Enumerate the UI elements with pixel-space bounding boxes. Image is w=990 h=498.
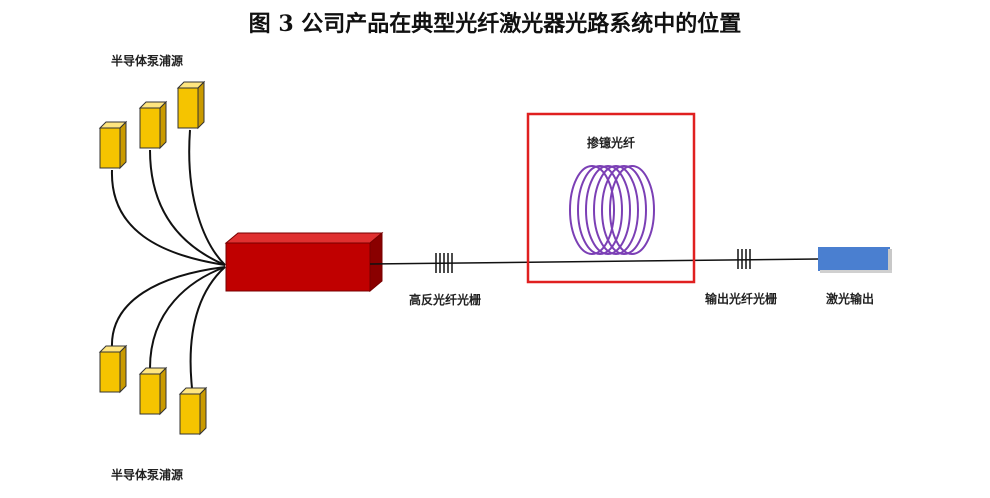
pump-source-label-bottom: 半导体泵浦源 bbox=[111, 468, 184, 482]
pump-combiner-block bbox=[224, 231, 384, 293]
pump-source-box bbox=[177, 81, 205, 129]
laser-output-label: 激光输出 bbox=[826, 292, 875, 306]
figure-title: 图 3 公司产品在典型光纤激光器光路系统中的位置 bbox=[248, 11, 742, 37]
doped-fiber-highlight-box bbox=[526, 112, 696, 284]
pump-source-box bbox=[99, 121, 127, 169]
oc-grating-icon bbox=[737, 249, 751, 269]
pump-source-box bbox=[139, 101, 167, 149]
doped-fiber-coil-icon bbox=[569, 165, 655, 255]
main-fiber-line bbox=[369, 258, 819, 265]
pump-source-box bbox=[99, 345, 127, 393]
pump-source-box bbox=[139, 367, 167, 415]
pump-source-box bbox=[179, 387, 207, 435]
oc-grating-label: 输出光纤光栅 bbox=[705, 292, 778, 306]
hr-grating-label: 高反光纤光栅 bbox=[409, 293, 482, 307]
doped-fiber-label: 掺镱光纤 bbox=[587, 136, 636, 150]
pump-source-label-top: 半导体泵浦源 bbox=[111, 54, 184, 68]
laser-output-block bbox=[818, 247, 892, 273]
hr-grating-icon bbox=[435, 253, 453, 273]
pump-fibers-bottom bbox=[110, 266, 226, 389]
pump-fibers-top bbox=[110, 129, 226, 266]
